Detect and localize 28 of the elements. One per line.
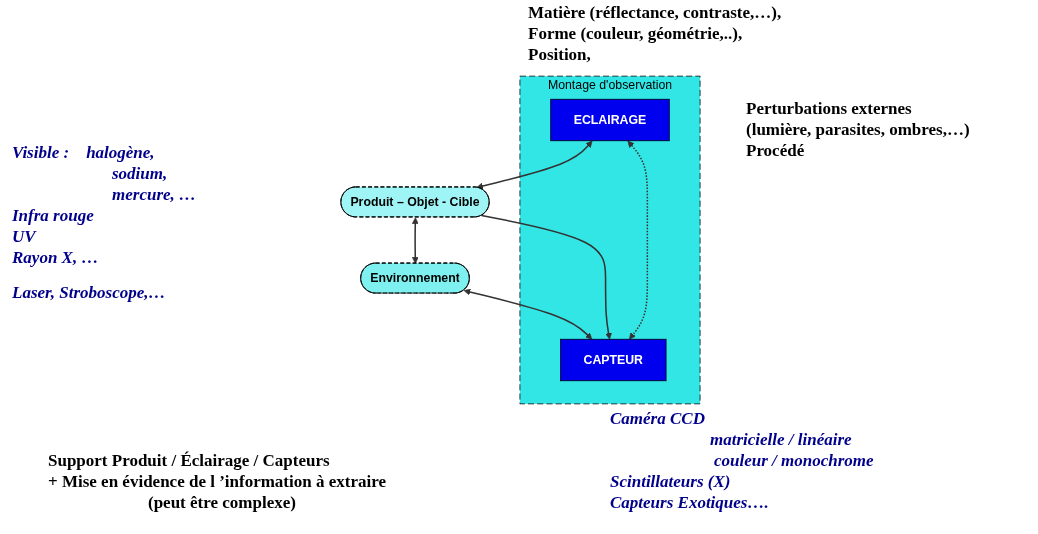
annotation-text: Caméra CCD bbox=[610, 408, 706, 429]
node-box: ECLAIRAGE bbox=[549, 98, 670, 142]
annotation-text: UV bbox=[12, 226, 38, 247]
annotation-text: sodium, bbox=[111, 163, 169, 184]
annotation-text: Capteurs Exotiques…. bbox=[610, 492, 770, 513]
arrow bbox=[463, 288, 592, 340]
annotation-text: Matière (réflectance, contraste,…), bbox=[528, 2, 782, 23]
annotation-text: + Mise en évidence de l ’information à extraire bbox=[48, 471, 386, 492]
arrow bbox=[476, 140, 592, 190]
annotation-text: matricielle / linéaire bbox=[709, 429, 853, 450]
annotation-text: couleur / monochrome bbox=[713, 450, 874, 471]
annotation-text: Laser, Stroboscope,… bbox=[12, 282, 167, 303]
annotation-text: Scintillateurs (X) bbox=[610, 471, 732, 492]
annotation-text: Rayon X, … bbox=[12, 247, 100, 268]
annotation-text: (peut être complexe) bbox=[147, 492, 297, 513]
annotation-text: Perturbations externes bbox=[746, 98, 913, 119]
annotation-text: mercure, … bbox=[111, 184, 197, 205]
arrow bbox=[627, 140, 648, 340]
annotation-text: Visible : halogène, bbox=[12, 142, 156, 163]
arrow bbox=[480, 214, 612, 340]
annotation-text: Forme (couleur, géométrie,..), bbox=[528, 23, 744, 44]
arrow bbox=[411, 217, 419, 264]
annotation-text: Support Produit / Éclairage / Capteurs bbox=[48, 450, 331, 471]
annotation-text: Position, bbox=[528, 44, 592, 65]
annotation-text: (lumière, parasites, ombres,…) bbox=[746, 119, 970, 140]
annotation-text: Procédé bbox=[746, 140, 806, 161]
node-box: CAPTEUR bbox=[559, 338, 666, 382]
annotation-text: Infra rouge bbox=[12, 205, 95, 226]
